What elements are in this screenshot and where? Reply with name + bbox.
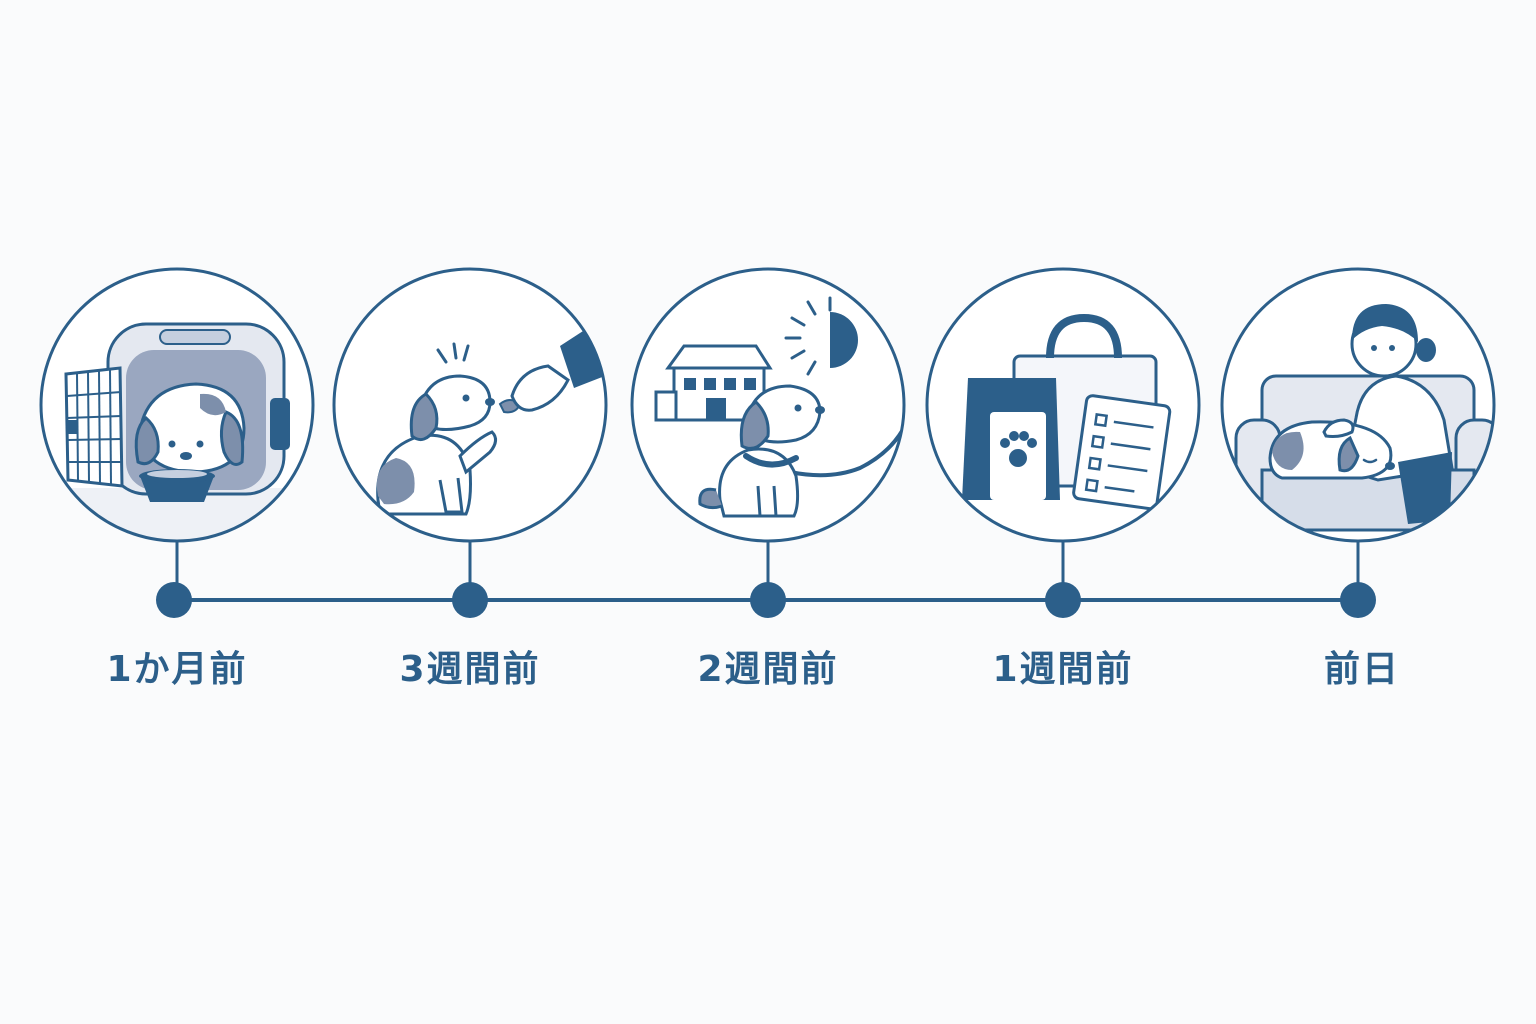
step-label-3: 2週間前 — [697, 649, 839, 690]
timeline-dot-2 — [452, 582, 488, 618]
step-label-1: 1か月前 — [106, 649, 248, 690]
step-label-4: 1週間前 — [992, 649, 1134, 690]
timeline-connectors — [175, 542, 1360, 584]
timeline-dot-4 — [1045, 582, 1081, 618]
leash-walk-icon — [630, 267, 906, 543]
supplies-checklist-icon — [925, 267, 1201, 543]
step-label-2: 3週間前 — [399, 649, 541, 690]
rest-on-sofa-icon — [1220, 267, 1496, 543]
crate-training-icon — [39, 267, 315, 543]
treat-training-icon — [332, 267, 608, 543]
timeline-dot-3 — [750, 582, 786, 618]
timeline-dot-5 — [1340, 582, 1376, 618]
step-label-5: 前日 — [1323, 649, 1400, 690]
timeline-dot-1 — [156, 582, 192, 618]
